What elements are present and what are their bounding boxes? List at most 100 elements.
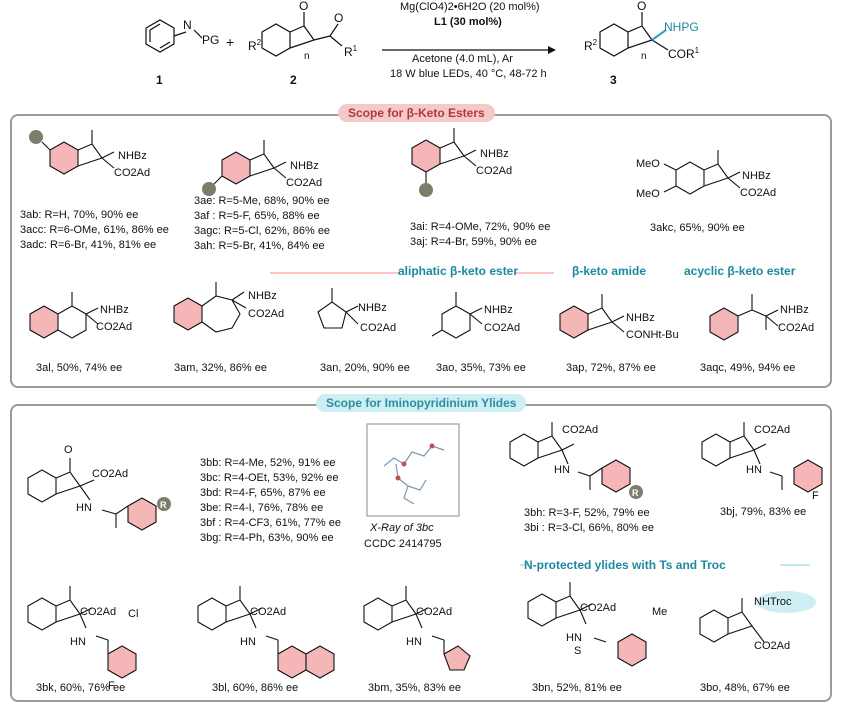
- panel2-structures: [27, 422, 823, 679]
- label-HN: HN: [406, 636, 422, 648]
- r-group-icon: [629, 485, 643, 499]
- label-HN: HN: [746, 464, 762, 476]
- label-CO2Ad: CO2Ad: [740, 187, 777, 199]
- r-circle-label: R: [160, 500, 167, 510]
- label-NHTroc: NHTroc: [754, 596, 792, 608]
- label-Me: Me: [652, 606, 668, 618]
- compound-3bj: 3bj, 79%, 83% ee: [720, 506, 807, 518]
- label-NHBz: NHBz: [480, 148, 509, 160]
- compound-3bk: 3bk, 60%, 76% ee: [36, 682, 126, 694]
- label-CO2Ad: CO2Ad: [580, 602, 617, 614]
- r-circle-label: R: [20, 127, 27, 137]
- label-NHBz: NHBz: [780, 304, 809, 316]
- label-CO2Ad: CO2Ad: [286, 177, 323, 189]
- results-group1: 3ab: R=H, 70%, 90% ee 3acc: R=6-OMe, 61%…: [20, 209, 169, 251]
- xray-ccdc: CCDC 2414795: [364, 538, 442, 550]
- label-CO2Ad: CO2Ad: [96, 321, 133, 333]
- reactant2-label: 2: [290, 73, 297, 87]
- label-CO2Ad: CO2Ad: [92, 468, 129, 480]
- r-circle-label: R: [632, 488, 639, 498]
- label-F: F: [108, 680, 115, 692]
- results-group2: 3ae: R=5-Me, 68%, 90% ee 3af : R=5-F, 65…: [194, 195, 331, 252]
- results-list-b: 3bb: R=4-Me, 52%, 91% ee 3bc: R=4-OEt, 5…: [200, 457, 341, 544]
- label-NHBz: NHBz: [290, 160, 319, 172]
- label-S: S: [574, 645, 582, 657]
- sub-acyclic: acyclic β-keto ester: [684, 264, 796, 278]
- compound-3ak: 3akc, 65%, 90% ee: [650, 222, 745, 234]
- compound-3ao: 3ao, 35%, 73% ee: [436, 362, 526, 374]
- condition-ligand: L1 (30 mol%): [434, 16, 502, 28]
- label-CO2Ad: CO2Ad: [114, 167, 151, 179]
- reactant2-oxo2: O: [334, 11, 344, 25]
- label-HN: HN: [240, 636, 256, 648]
- label-CO2Ad: CO2Ad: [476, 165, 513, 177]
- label-CO2Ad: CO2Ad: [416, 606, 453, 618]
- label-NHBz: NHBz: [100, 304, 129, 316]
- reactant1-N: N: [183, 18, 192, 32]
- label-CO2Ad: CO2Ad: [754, 424, 791, 436]
- reaction-scheme: [145, 12, 669, 57]
- compound-3bn: 3bn, 52%, 81% ee: [532, 682, 622, 694]
- compound-3ap: 3ap, 72%, 87% ee: [566, 362, 656, 374]
- r-group-icon: [29, 130, 43, 144]
- r-group-icon: [202, 182, 216, 196]
- label-HN: HN: [554, 464, 570, 476]
- reactant2-R1: R1: [344, 44, 358, 59]
- reactant2-R2: R2: [248, 38, 262, 53]
- label-MeO: MeO: [636, 188, 660, 200]
- reactant2-n: n: [304, 51, 310, 62]
- product-COR1: COR1: [668, 46, 700, 61]
- label-NHBz: NHBz: [358, 302, 387, 314]
- product-R2: R2: [584, 38, 598, 53]
- label-NHBz: NHBz: [626, 312, 655, 324]
- sub-ts-troc: N-protected ylides with Ts and Troc: [524, 558, 726, 572]
- sub-keto-amide: β-keto amide: [572, 264, 647, 278]
- r-group-icon: [157, 497, 171, 511]
- product-n: n: [641, 51, 647, 62]
- xray-caption: X-Ray of 3bc: [370, 522, 434, 534]
- label-HN: HN: [566, 632, 582, 644]
- r-circle-label: R: [410, 185, 417, 195]
- label-CO2Ad: CO2Ad: [80, 606, 117, 618]
- panel2-title: Scope for Iminopyridinium Ylides: [316, 394, 527, 412]
- compound-3am: 3am, 32%, 86% ee: [174, 362, 267, 374]
- compound-3al: 3al, 50%, 74% ee: [36, 362, 123, 374]
- label-CO2Ad: CO2Ad: [778, 322, 815, 334]
- label-HN: HN: [76, 502, 92, 514]
- results-group3: 3ai: R=4-OMe, 72%, 90% ee 3aj: R=4-Br, 5…: [410, 221, 551, 248]
- compound-3aq: 3aqc, 49%, 94% ee: [700, 362, 796, 374]
- panel1-title: Scope for β-Keto Esters: [338, 104, 495, 122]
- condition-catalyst: Mg(ClO4)2•6H2O (20 mol%): [400, 1, 540, 13]
- reactant1-PG: PG: [202, 33, 220, 47]
- reactant2-oxo: O: [299, 0, 309, 13]
- label-NHBz: NHBz: [484, 304, 513, 316]
- label-Cl: Cl: [128, 608, 139, 620]
- r-group-icon: [419, 183, 433, 197]
- product-oxo: O: [637, 0, 647, 13]
- label-CO2Ad: CO2Ad: [562, 424, 599, 436]
- compound-3bo: 3bo, 48%, 67% ee: [700, 682, 790, 694]
- compound-3bl: 3bl, 60%, 86% ee: [212, 682, 299, 694]
- condition-solvent: Acetone (4.0 mL), Ar: [412, 53, 513, 65]
- label-F: F: [812, 490, 819, 502]
- r-circle-label: R: [193, 179, 200, 189]
- product-label: 3: [610, 73, 617, 87]
- results-list-h: 3bh: R=3-F, 52%, 79% ee 3bi : R=3-Cl, 66…: [524, 507, 654, 534]
- label-NHBz: NHBz: [248, 290, 277, 302]
- label-NHBz: NHBz: [118, 150, 147, 162]
- plus-sign: +: [226, 34, 235, 50]
- label-MeO: MeO: [636, 158, 660, 170]
- label-CONHtBu: CONHt-Bu: [626, 329, 679, 341]
- label-CO2Ad: CO2Ad: [250, 606, 287, 618]
- condition-light: 18 W blue LEDs, 40 °C, 48-72 h: [390, 68, 547, 80]
- label-CO2Ad: CO2Ad: [248, 308, 285, 320]
- compound-3an: 3an, 20%, 90% ee: [320, 362, 410, 374]
- sub-aliphatic: aliphatic β-keto ester: [398, 264, 519, 278]
- label-HN: HN: [70, 636, 86, 648]
- label-NHBz: NHBz: [742, 170, 771, 182]
- troc-highlight: [756, 591, 816, 613]
- label-CO2Ad: CO2Ad: [360, 322, 397, 334]
- label-CO2Ad: CO2Ad: [754, 640, 791, 652]
- compound-3bm: 3bm, 35%, 83% ee: [368, 682, 461, 694]
- reactant1-label: 1: [156, 73, 163, 87]
